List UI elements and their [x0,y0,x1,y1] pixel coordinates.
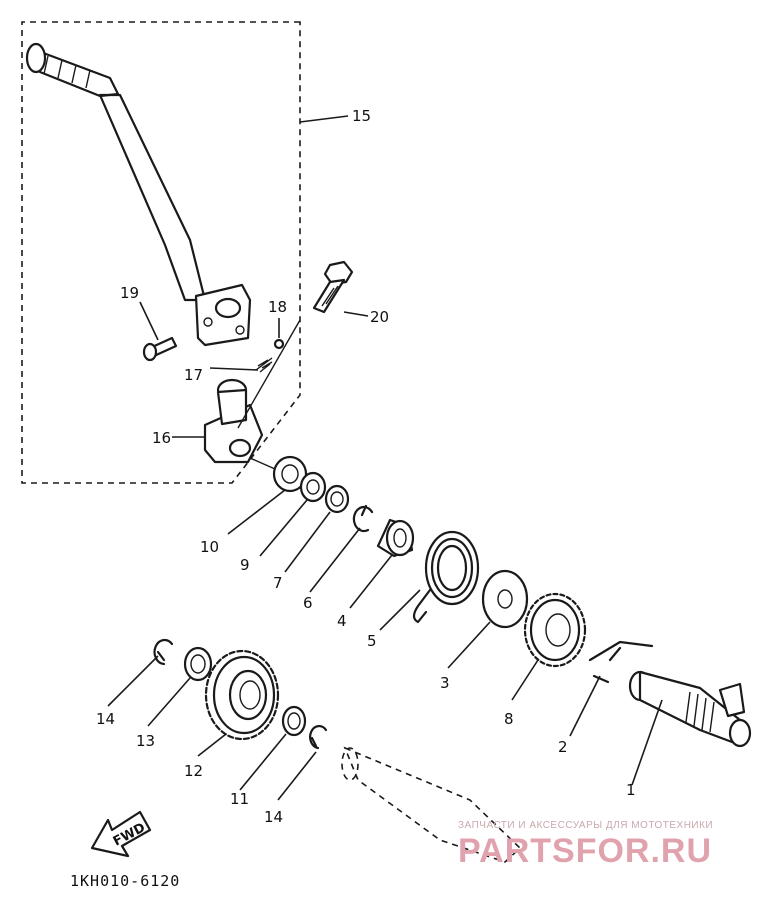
idle-gear-12 [204,649,280,741]
circlip-6 [352,504,374,533]
washer-13 [183,646,213,682]
callout-11: 11 [230,790,249,808]
spring-17 [255,357,273,373]
callout-13: 13 [136,732,155,750]
washer-7 [324,484,350,514]
callout-9: 9 [240,556,250,574]
bushing-4 [376,518,415,558]
diagram-code: 1KH010-6120 [70,872,180,890]
callout-17: 17 [184,366,203,384]
washer-9 [299,471,327,503]
watermark-tagline: ЗАПЧАСТИ И АКСЕССУАРЫ ДЛЯ МОТОТЕХНИКИ [458,820,713,831]
callout-10: 10 [200,538,219,556]
shaft-phantom [341,746,522,863]
kick-boss [203,378,264,464]
torsion-spring-5 [412,530,480,624]
callout-14-upper: 14 [96,710,115,728]
leader-lines [107,115,663,801]
ball-18 [273,338,285,350]
assembly-15-dashed-outline [21,21,301,484]
callout-14-lower: 14 [264,808,283,826]
callout-15: 15 [352,107,371,125]
callout-6: 6 [303,594,313,612]
plate-washer-3 [481,569,529,629]
callout-3: 3 [440,674,450,692]
ratchet-gear-8 [523,592,587,668]
callout-20: 20 [370,308,389,326]
circlip-14-upper [153,638,174,666]
clip-2 [588,640,654,684]
callout-numbers: 1 2 3 4 5 6 7 8 9 10 11 12 13 14 14 15 1… [96,107,636,826]
callout-18: 18 [268,298,287,316]
callout-4: 4 [337,612,347,630]
washer-11 [281,705,307,737]
circlip-14-lower [309,725,328,750]
bolt-19 [142,336,178,362]
callout-19: 19 [120,284,139,302]
watermark: ЗАПЧАСТИ И АКСЕССУАРЫ ДЛЯ МОТОТЕХНИКИ PA… [458,820,713,870]
bolt-20 [312,260,354,314]
callout-5: 5 [367,632,377,650]
callout-12: 12 [184,762,203,780]
callout-1: 1 [626,781,636,799]
watermark-brand: PARTSFOR.RU [458,832,712,870]
fwd-direction-arrow: FWD [90,810,152,858]
collar-10 [272,455,308,493]
kick-axle-1 [628,670,752,748]
callout-2: 2 [558,738,568,756]
callout-16: 16 [152,429,171,447]
callout-7: 7 [273,574,283,592]
callout-8: 8 [504,710,514,728]
kick-lever-arm [25,42,252,347]
